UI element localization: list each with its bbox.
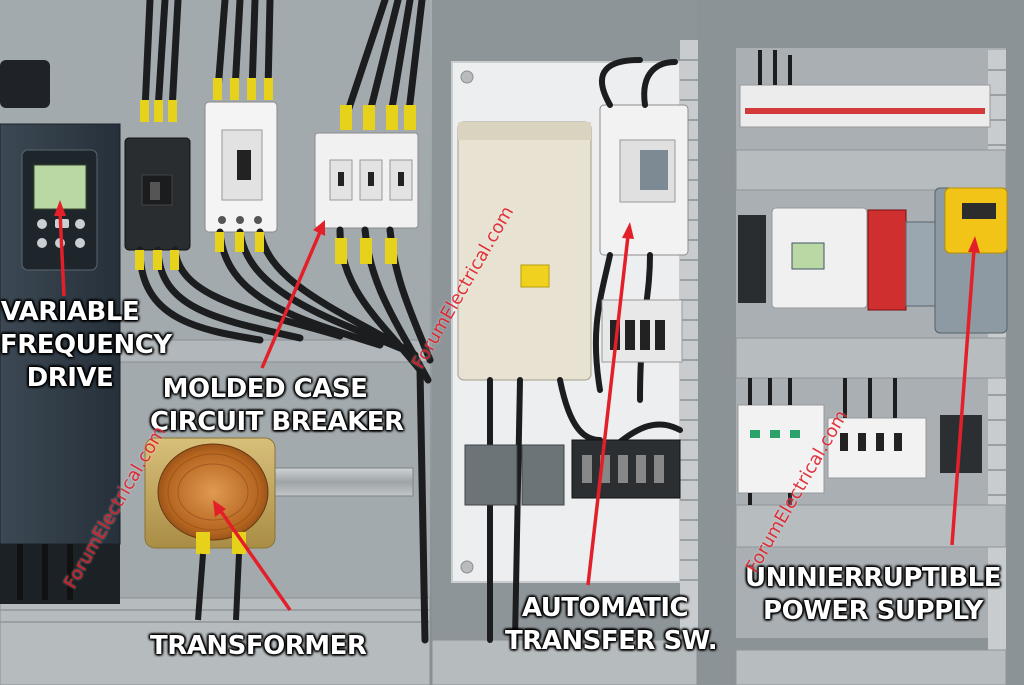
label-ups: UNINIERRUPTIBLE POWER SUPPLY bbox=[742, 562, 1004, 628]
label-ups-line2: POWER SUPPLY bbox=[763, 596, 983, 626]
pointer-arrows bbox=[54, 200, 980, 612]
label-ats: AUTOMATIC TRANSFER SW. bbox=[505, 592, 718, 658]
label-mccb-line1: MOLDED CASE bbox=[162, 374, 368, 404]
label-mccb-line2: CIRCUIT BREAKER bbox=[150, 407, 404, 437]
arrow-ats bbox=[586, 235, 630, 586]
label-transformer-line1: TRANSFORMER bbox=[150, 631, 367, 661]
label-vfd-line3: DRIVE bbox=[26, 363, 114, 393]
label-mccb: MOLDED CASE CIRCUIT BREAKER bbox=[150, 373, 404, 439]
label-vfd-line1: VARIABLE bbox=[0, 297, 140, 327]
label-transformer: TRANSFORMER bbox=[150, 630, 367, 663]
arrow-mccb bbox=[260, 231, 322, 369]
arrow-ups bbox=[950, 249, 976, 546]
label-ups-line1: UNINIERRUPTIBLE bbox=[744, 563, 1002, 593]
arrow-vfd bbox=[58, 211, 66, 297]
label-vfd: VARIABLE FREQUENCY DRIVE bbox=[0, 296, 172, 395]
label-ats-line2: TRANSFER SW. bbox=[505, 626, 718, 656]
label-vfd-line2: FREQUENCY bbox=[0, 330, 172, 360]
transformer-coil bbox=[157, 443, 269, 541]
label-ats-line1: AUTOMATIC bbox=[521, 593, 689, 623]
arrow-transformer bbox=[218, 508, 292, 612]
